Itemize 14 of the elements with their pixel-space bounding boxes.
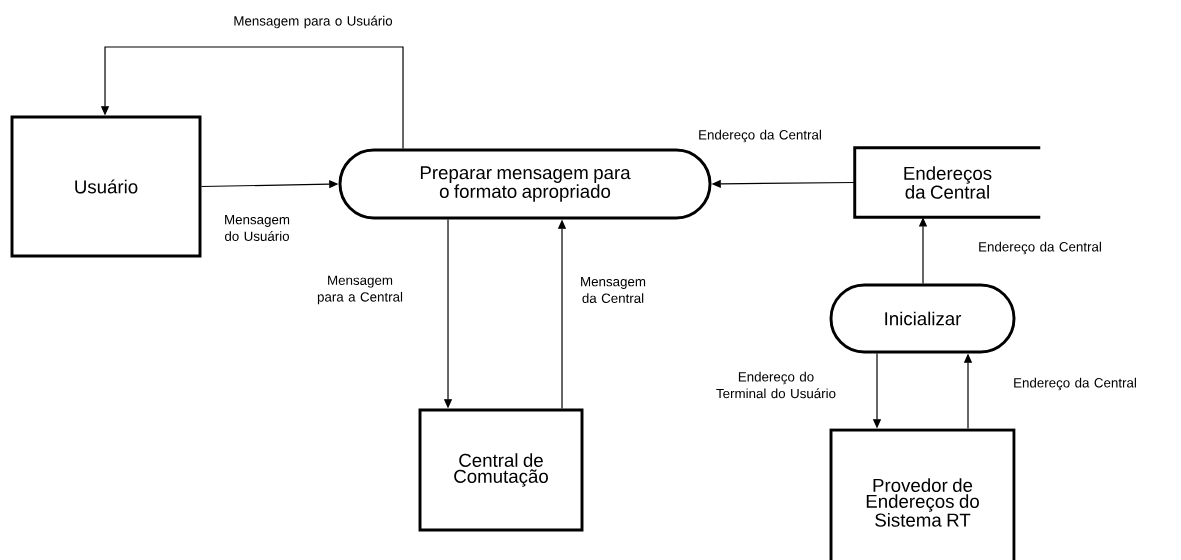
process-box: Preparar mensagem para o formato apropriado — [338, 148, 712, 220]
entity-box: Central de Comutação — [418, 408, 584, 532]
edge-label: Mensagem da Central — [581, 277, 646, 303]
edge-label: Mensagem para o Usuário — [234, 15, 393, 29]
edge-label: Endereço do Terminal do Usuário — [716, 371, 836, 399]
entity-box: Usuário — [10, 115, 202, 258]
edge-label: Mensagem do Usuário — [224, 215, 290, 241]
entity-box: Provedor de Endereços do Sistema RT — [829, 428, 1016, 560]
process-box: Inicializar — [829, 283, 1016, 354]
edge-label: Endereço da Central — [1014, 377, 1136, 391]
data-store: Endereços da Central — [853, 146, 1041, 219]
edge-label: Mensagem para a Central — [317, 275, 403, 305]
edge-label: Endereço da Central — [979, 241, 1101, 255]
edge-label: Endereço da Central — [699, 129, 821, 143]
